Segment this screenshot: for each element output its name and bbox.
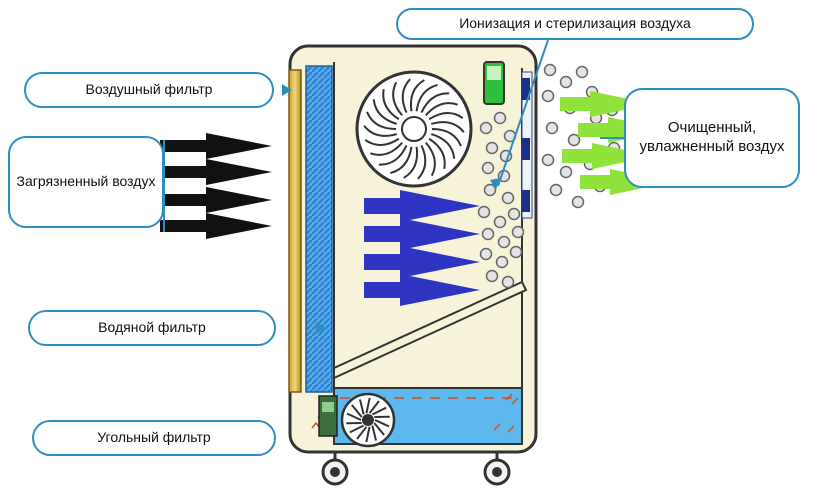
fan-blade <box>431 128 462 147</box>
ion-particle <box>495 255 509 269</box>
pointer-arrowheads <box>282 84 500 334</box>
dirty-air-arrow <box>160 187 272 213</box>
fan-blade <box>417 144 427 180</box>
fan-blade <box>425 141 436 177</box>
fan-blade <box>409 79 425 112</box>
ion-particle <box>493 215 507 229</box>
ion-particle <box>559 165 573 179</box>
dirty-airflow <box>160 133 272 239</box>
blue-flow-arrow <box>364 218 480 250</box>
wheel-right-icon <box>483 452 511 486</box>
water-filter-label: Водяной фильтр <box>28 310 276 346</box>
ion-particle <box>479 247 493 261</box>
ion-particle <box>507 207 521 221</box>
fan-blade <box>363 125 398 137</box>
ion-particle <box>549 183 563 197</box>
ion-particle <box>541 153 555 167</box>
ion-particle <box>511 225 525 239</box>
pump-icon <box>340 392 396 448</box>
ion-particle <box>481 227 495 241</box>
pump-blade <box>373 422 385 436</box>
pump-blade <box>365 426 371 443</box>
ion-particle <box>571 195 585 209</box>
ion-particle <box>543 63 557 77</box>
label-pointers <box>163 39 624 232</box>
fan-blade <box>382 89 400 121</box>
clean-air-arrow <box>562 143 654 169</box>
pump-blade <box>349 424 365 434</box>
blue-flow-arrow <box>364 274 480 306</box>
water-filter-panel <box>305 65 333 393</box>
ion-particle <box>545 121 559 135</box>
pump-blade <box>359 399 365 415</box>
fan-blade <box>428 137 446 169</box>
pump-blade <box>368 400 380 414</box>
fan-blade <box>403 146 419 179</box>
ion-particle <box>541 89 555 103</box>
ion-particle <box>485 141 499 155</box>
dirty-air-label: Загрязненный воздух <box>8 136 164 228</box>
fan-blade <box>430 121 465 133</box>
ion-particle <box>501 191 515 205</box>
pump-blade <box>371 425 377 441</box>
ion-particle <box>493 111 507 125</box>
internal-airflow <box>364 190 480 306</box>
ion-particle <box>567 133 581 147</box>
ion-particle <box>559 75 573 89</box>
pump-blade <box>365 397 371 414</box>
blue-flow-arrow <box>364 246 480 278</box>
fan-blade <box>401 78 411 114</box>
clean-air-label: Очищенный, увлажненный воздух <box>624 88 800 188</box>
ionization-label: Ионизация и стерилизация воздуха <box>396 8 754 40</box>
wheel-left-icon <box>321 452 349 486</box>
fan-blade <box>366 111 397 130</box>
pump-blade <box>356 426 368 440</box>
ion-particle <box>575 65 589 79</box>
fan-blade <box>430 133 456 159</box>
pump-blade <box>374 419 390 428</box>
fan-blade <box>392 81 403 117</box>
ion-particle <box>497 235 511 249</box>
ion-particle <box>485 269 499 283</box>
fan-blade <box>425 102 459 117</box>
blue-flow-arrow <box>364 190 480 222</box>
pump-blade <box>346 412 362 421</box>
fan-blade <box>369 141 403 156</box>
fan-blade <box>364 137 400 146</box>
pump-blade <box>371 406 387 416</box>
dirty-air-arrow <box>160 213 272 239</box>
ion-particle <box>481 161 495 175</box>
fan-blade <box>390 146 413 175</box>
clean-air-arrow <box>560 91 652 117</box>
ion-particle <box>477 205 491 219</box>
dirty-air-arrow <box>160 159 272 185</box>
clean-air-arrow <box>580 169 672 195</box>
fan-blade <box>378 144 408 166</box>
fan-blade <box>372 99 398 125</box>
fan-blade <box>415 83 438 112</box>
ion-particle <box>479 121 493 135</box>
ion-particle <box>501 275 515 289</box>
fan-blade <box>420 92 450 114</box>
pump-blade <box>351 404 363 418</box>
air-filter-panel <box>288 69 302 393</box>
tray-slope <box>333 280 528 380</box>
fan-blade <box>428 112 464 121</box>
air-filter-label: Воздушный фильтр <box>24 72 274 108</box>
ion-particle <box>483 183 497 197</box>
fan-icon <box>355 70 473 188</box>
coal-filter-label: Угольный фильтр <box>32 420 276 456</box>
dirty-air-arrow <box>160 133 272 159</box>
ion-particle <box>509 245 523 259</box>
